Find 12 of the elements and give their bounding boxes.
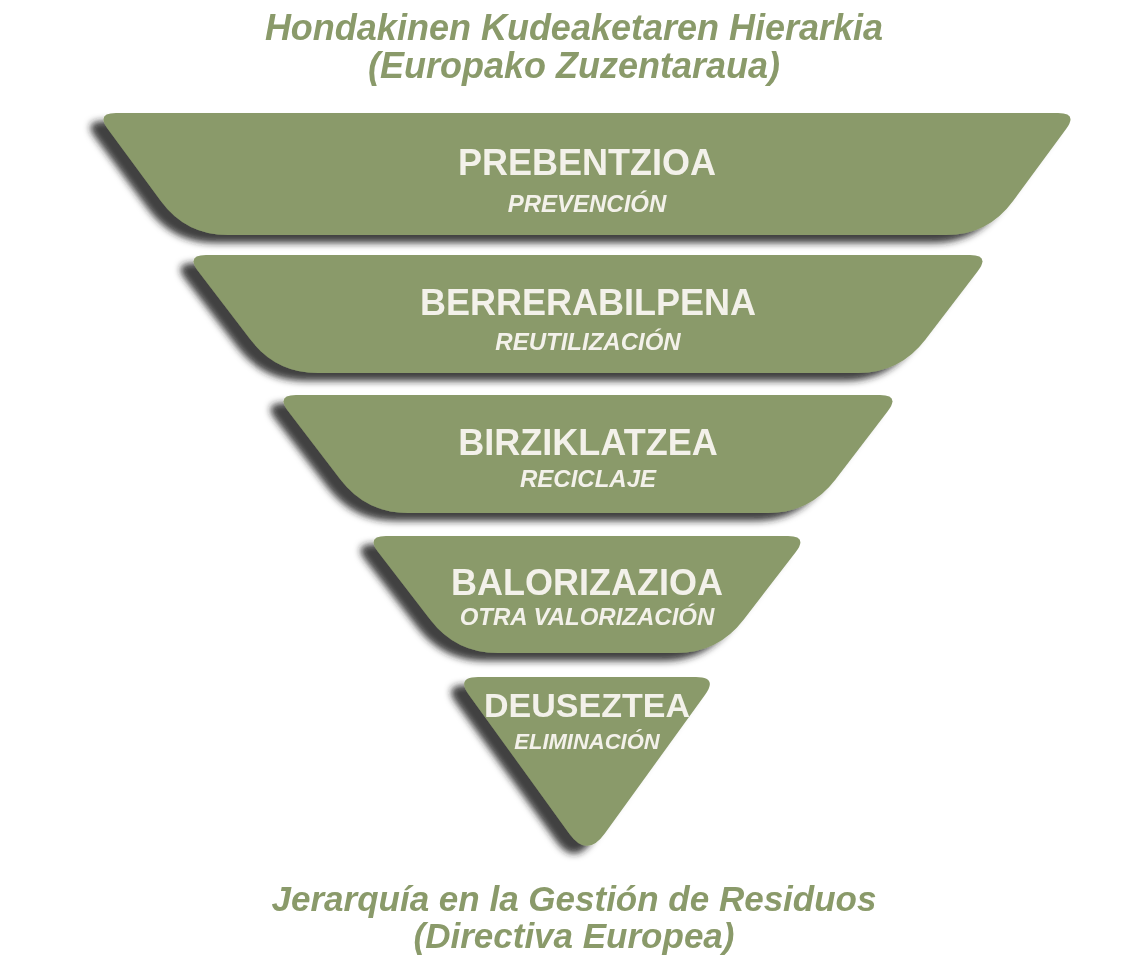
band-subtitle: RECICLAJE bbox=[520, 467, 656, 491]
diagram-caption: Jerarquía en la Gestión de Residuos (Directiva Europea) bbox=[270, 880, 878, 955]
band-title: BALORIZAZIOA bbox=[451, 565, 723, 601]
band-subtitle: ELIMINACIÓN bbox=[514, 731, 660, 753]
band-title: PREBENTZIOA bbox=[458, 145, 716, 181]
band-title: BIRZIKLATZEA bbox=[458, 425, 718, 461]
band-subtitle: REUTILIZACIÓN bbox=[495, 330, 681, 354]
band-subtitle: OTRA VALORIZACIÓN bbox=[459, 605, 715, 629]
band-title: BERRERABILPENA bbox=[420, 285, 756, 321]
diagram-title: Hondakinen Kudeaketaren Hierarkia (Europako Zuzentaraua) bbox=[263, 9, 885, 86]
band-title: DEUSEZTEA bbox=[484, 688, 690, 722]
band-subtitle: PREVENCIÓN bbox=[507, 192, 667, 216]
